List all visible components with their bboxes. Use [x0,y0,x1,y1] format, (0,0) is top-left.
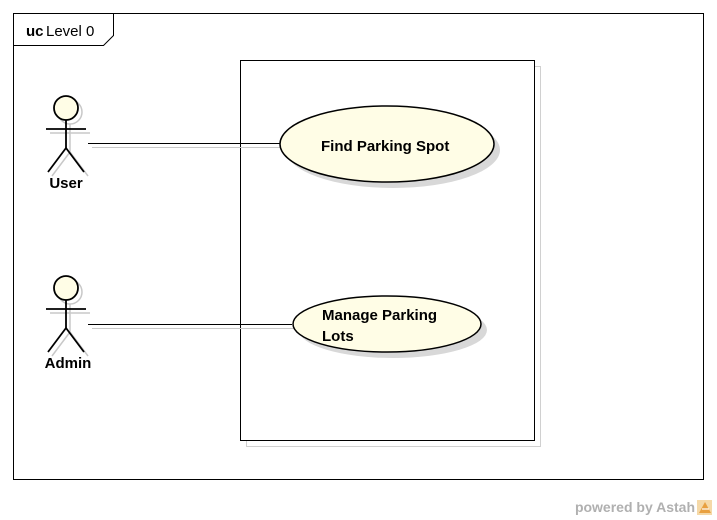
use-case-find-parking-spot[interactable]: Find Parking Spot [279,105,500,188]
use-case-label: Find Parking Spot [321,138,449,155]
stick-figure-icon [46,275,86,353]
powered-by-label: powered by Astah [575,499,695,515]
use-case-label-line-2: Lots [322,328,354,345]
actor-label: Admin [45,355,92,372]
use-case-ellipse [279,105,495,183]
actor-admin[interactable]: Admin [45,275,92,372]
frame-keyword: uc [26,23,44,40]
use-case-label-line-1: Manage Parking [322,307,437,324]
stick-figure-icon [46,95,86,173]
actor-label: User [49,175,83,192]
astah-logo-icon [697,500,712,515]
frame-title: Level 0 [46,23,94,40]
use-case-ellipse [292,295,482,353]
use-case-manage-parking-lots[interactable]: Manage Parking Lots [292,295,487,358]
frame-tab [13,13,114,46]
diagram-frame [13,13,704,480]
actor-user[interactable]: User [46,95,90,192]
